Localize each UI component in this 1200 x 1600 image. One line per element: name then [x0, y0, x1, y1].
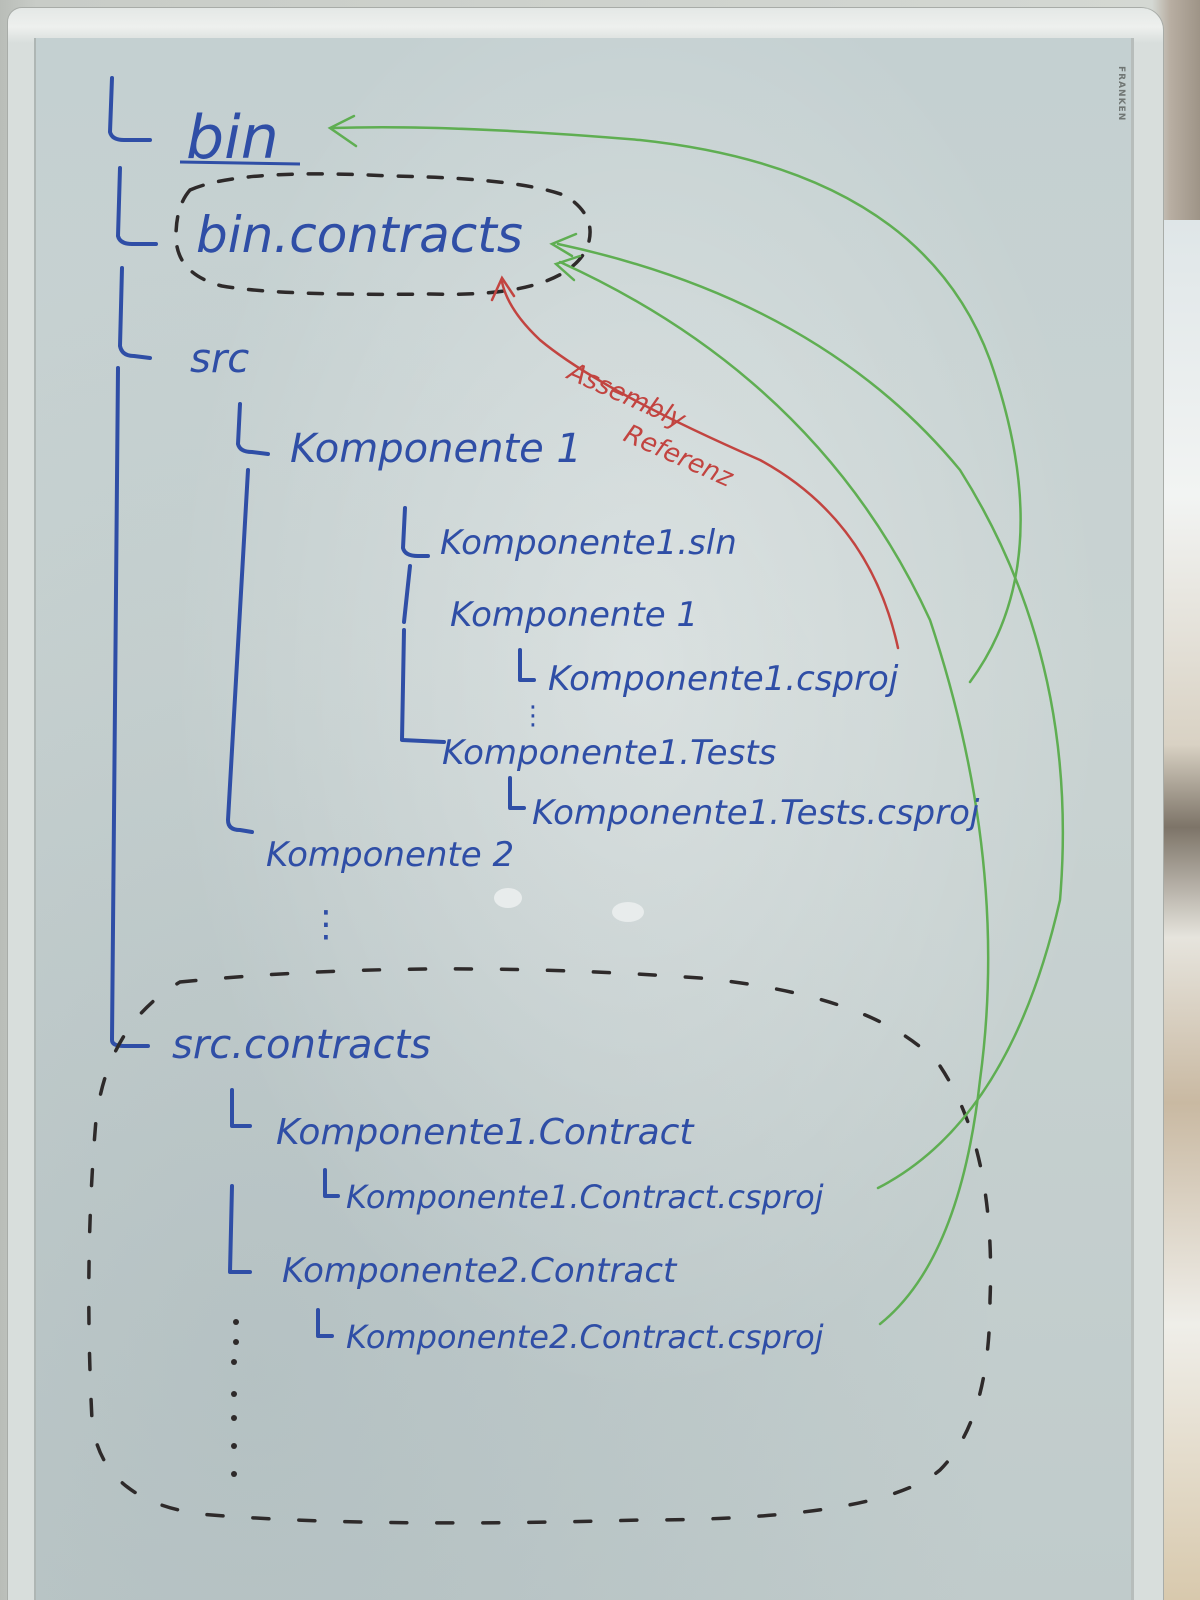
- assembly-reference-text-1: Assembly: [561, 356, 690, 435]
- output-arrows: [327, 114, 1065, 1326]
- arrowhead-bin-contracts-2: [553, 254, 582, 282]
- connector-k1-folder: [400, 628, 446, 744]
- connector-root-trunk: [110, 366, 150, 1048]
- connector-k2-contract-csproj: [316, 1308, 334, 1338]
- connector-src: [118, 266, 152, 360]
- ellipsis-k2: ⋮: [308, 904, 344, 945]
- connector-bin-contracts: [116, 166, 158, 246]
- connector-k1-contract: [230, 1088, 252, 1128]
- ellipsis-dot: [231, 1443, 237, 1449]
- label-komponente2: Komponente 2: [266, 835, 514, 875]
- label-komponente1-tests: Komponente1.Tests: [442, 733, 776, 773]
- label-komponente2-contract: Komponente2.Contract: [282, 1251, 678, 1291]
- ellipsis-dot: [233, 1319, 239, 1325]
- connector-bin: [108, 76, 152, 142]
- assembly-reference-label: Assembly Referenz: [561, 356, 738, 494]
- label-komponente1-csproj: Komponente1.csproj: [548, 659, 899, 699]
- arrow-k1-to-bin: [330, 125, 1022, 684]
- label-bin-contracts: bin.contracts: [196, 206, 523, 264]
- ellipsis-k1: ⋮: [520, 701, 546, 731]
- glare-spot: [612, 902, 644, 922]
- glare: [494, 888, 644, 922]
- assembly-reference-arrowhead: [490, 275, 516, 302]
- glare-spot: [494, 888, 522, 908]
- connector-k2-contract: [228, 1184, 252, 1274]
- label-src-contracts: src.contracts: [172, 1022, 431, 1068]
- ellipsis-dot: [231, 1471, 237, 1477]
- connector-k1-contract-csproj: [323, 1168, 340, 1198]
- label-komponente1-folder: Komponente 1: [450, 595, 698, 635]
- bin-contracts-boundary: [174, 172, 592, 297]
- contracts-ellipsis: [231, 1319, 239, 1477]
- label-komponente2-contract-csproj: Komponente2.Contract.csproj: [346, 1318, 824, 1356]
- connector-k1-inner-trunk: [402, 564, 412, 624]
- connector-k1-csproj: [518, 648, 536, 682]
- arrow-k1-contract-to-bin-contracts: [556, 242, 1065, 1190]
- label-komponente1-contract-csproj: Komponente1.Contract.csproj: [346, 1178, 824, 1216]
- bin-underline: [179, 160, 301, 166]
- label-komponente1-sln: Komponente1.sln: [440, 523, 737, 563]
- src-contracts-boundary: [87, 967, 993, 1525]
- arrow-k2-contract-to-bin-contracts: [558, 260, 990, 1326]
- assembly-reference-arrow: [490, 275, 900, 650]
- connector-k1-sln: [401, 506, 430, 558]
- ellipsis-dot: [231, 1359, 237, 1365]
- label-src: src: [190, 336, 249, 382]
- label-komponente1: Komponente 1: [290, 426, 582, 472]
- ellipsis-dot: [233, 1339, 239, 1345]
- whiteboard-surface: [34, 38, 1134, 1600]
- label-komponente1-tests-csproj: Komponente1.Tests.csproj: [532, 793, 980, 833]
- connector-komponente1: [236, 402, 270, 456]
- connector-k1-trunk: [226, 468, 254, 834]
- tree-connectors: [108, 76, 536, 1338]
- background-window: [1162, 220, 1200, 1600]
- ellipsis-dot: [231, 1415, 237, 1421]
- arrowhead-bin: [327, 114, 358, 148]
- tree-labels: bin bin.contracts src Komponente 1 Kompo…: [172, 103, 980, 1356]
- ellipsis-dot: [231, 1391, 237, 1397]
- arrowhead-bin-contracts-1: [549, 232, 578, 258]
- label-komponente1-contract: Komponente1.Contract: [276, 1112, 695, 1153]
- brand-label: FRANKEN: [1116, 66, 1126, 122]
- connector-k1-tests-csproj: [508, 776, 526, 810]
- assembly-reference-line: [500, 280, 900, 650]
